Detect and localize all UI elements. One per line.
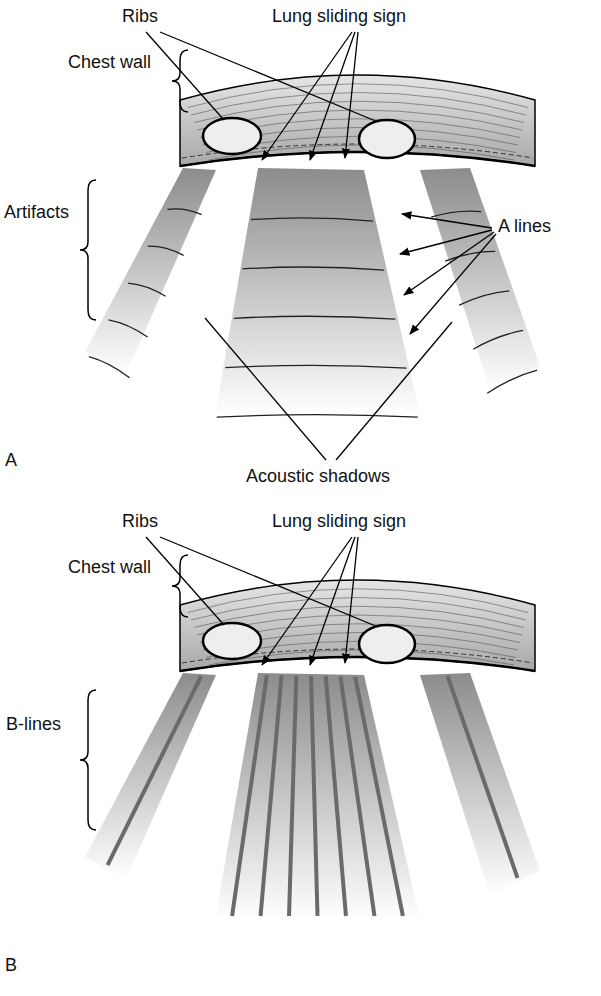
panel-letter: A <box>5 450 17 472</box>
artifact-label: Acoustic shadows <box>246 466 390 488</box>
b-line <box>232 675 267 916</box>
sign-label: Lung sliding sign <box>272 511 406 533</box>
leader-arrow <box>410 234 496 334</box>
a-line <box>243 267 385 270</box>
a-line <box>109 320 148 337</box>
b-lines-brace <box>80 690 96 830</box>
a-line <box>445 251 495 261</box>
leader-arrow <box>404 232 494 295</box>
b-line <box>355 677 403 916</box>
a-line <box>431 211 481 217</box>
chest-wall <box>180 580 535 671</box>
artifact-label: B-lines <box>6 714 61 736</box>
b-line <box>289 676 296 916</box>
a-line <box>89 357 130 378</box>
a-line <box>487 370 537 393</box>
leader-arrow <box>262 32 352 160</box>
leader-arrow <box>345 537 358 663</box>
artifacts-brace <box>80 180 96 320</box>
leader-arrow <box>310 537 355 665</box>
tissue-layer <box>191 93 526 116</box>
a-line <box>251 218 373 221</box>
leader-arrow <box>400 230 492 254</box>
chest-wall <box>180 75 535 166</box>
tissue-layer <box>191 598 526 621</box>
rib <box>203 118 261 154</box>
ultrasound-beam <box>215 673 420 920</box>
rib <box>203 623 261 659</box>
ultrasound-beam <box>420 673 540 895</box>
leader-arrow <box>262 537 352 665</box>
b-line <box>448 676 518 878</box>
b-line <box>311 676 318 916</box>
leader-line <box>160 537 378 627</box>
chest-wall-brace <box>172 50 188 112</box>
b-line <box>108 676 202 865</box>
a-line <box>167 209 201 215</box>
rib <box>359 120 415 158</box>
leader-line <box>336 322 452 460</box>
b-line <box>326 676 346 916</box>
b-line <box>340 677 374 916</box>
a-line <box>473 330 523 349</box>
leader-arrow <box>402 214 492 228</box>
artifact-label: Artifacts <box>4 202 69 224</box>
b-line <box>261 675 282 916</box>
a-line <box>148 246 184 255</box>
chest-wall-brace <box>172 555 188 617</box>
leader-arrow <box>310 32 355 160</box>
sign-label: Lung sliding sign <box>272 6 406 28</box>
ultrasound-beam <box>420 168 540 390</box>
ultrasound-beam <box>215 168 420 415</box>
a-line <box>459 291 509 305</box>
leader-line <box>146 32 224 120</box>
anatomy-label: Chest wall <box>68 52 151 74</box>
leader-arrow <box>345 32 358 158</box>
a-line <box>128 283 165 296</box>
anatomy-label: Ribs <box>122 6 158 28</box>
a-line <box>234 316 395 319</box>
leader-line <box>160 32 378 122</box>
artifact-label: A lines <box>498 216 551 238</box>
rib <box>359 625 415 663</box>
ultrasound-beam <box>85 168 216 374</box>
panel-letter: B <box>5 955 17 977</box>
anatomy-label: Ribs <box>122 511 158 533</box>
a-line <box>225 365 406 368</box>
a-line <box>217 415 418 418</box>
leader-line <box>205 318 326 460</box>
leader-line <box>146 537 224 625</box>
anatomy-label: Chest wall <box>68 557 151 579</box>
ultrasound-beam <box>85 673 216 879</box>
